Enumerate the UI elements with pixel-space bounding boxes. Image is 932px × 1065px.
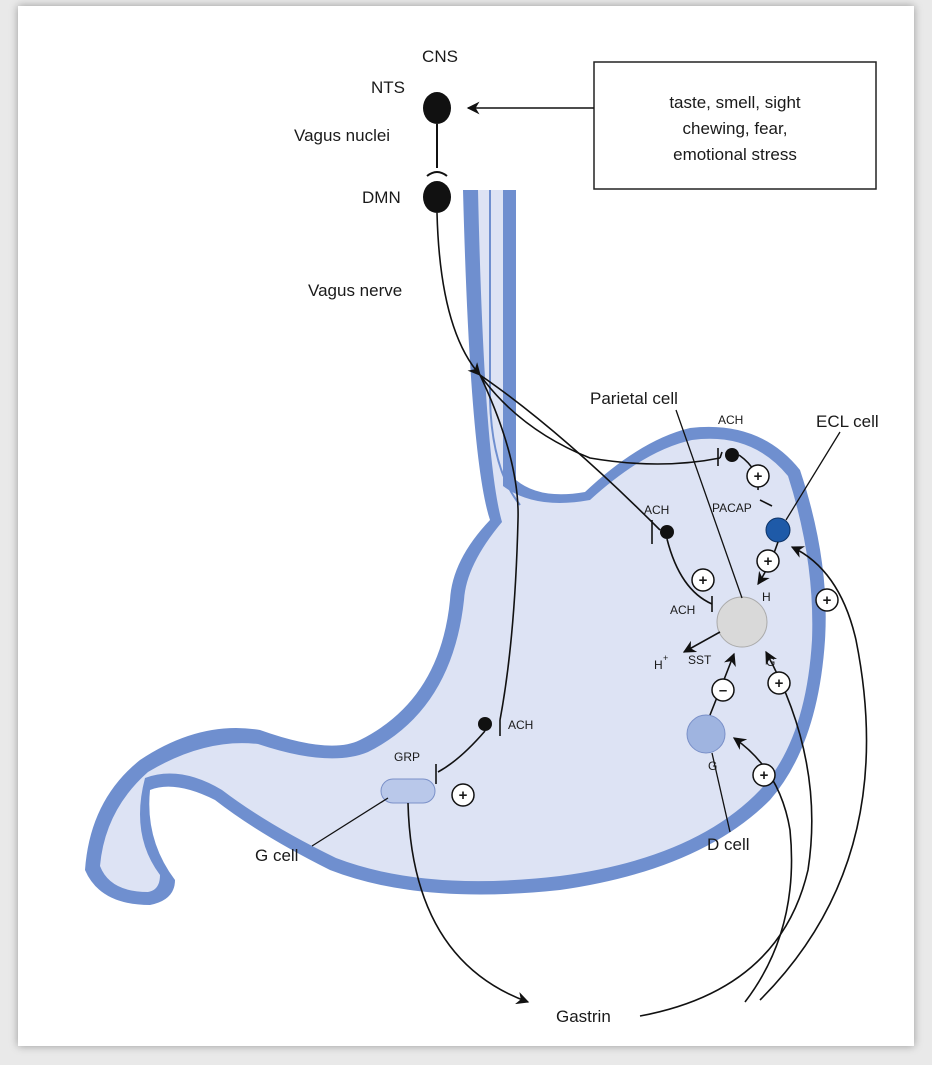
dmn-neuron: [423, 181, 451, 213]
plus-sign-ecl-gastrin: +: [816, 589, 838, 611]
svg-text:+: +: [459, 787, 468, 804]
plus-sign-ecl-ach: +: [747, 465, 769, 487]
label-dmn: DMN: [362, 188, 401, 207]
ecl-cell: [766, 518, 790, 542]
label-cns: CNS: [422, 47, 458, 66]
g-cell: [381, 779, 435, 803]
label-ach-mid: ACH: [644, 503, 669, 517]
label-grp: GRP: [394, 750, 420, 764]
plus-sign-gcell-grp: +: [452, 784, 474, 806]
svg-text:–: –: [719, 682, 727, 699]
minus-sign-sst: –: [712, 679, 734, 701]
label-nts: NTS: [371, 78, 405, 97]
label-g-cell: G cell: [255, 846, 298, 865]
label-ecl-cell: ECL cell: [816, 412, 879, 431]
d-cell: [687, 715, 725, 753]
plus-sign-histamine: +: [757, 550, 779, 572]
svg-text:+: +: [699, 572, 708, 589]
label-d-cell: D cell: [707, 835, 750, 854]
stimuli-line-1: taste, smell, sight: [669, 93, 801, 112]
label-ach-top: ACH: [718, 413, 743, 427]
svg-text:+: +: [823, 592, 832, 609]
gastric-acid-regulation-diagram: taste, smell, sight chewing, fear, emoti…: [18, 6, 914, 1046]
label-pacap: PACAP: [712, 501, 752, 515]
label-sst: SST: [688, 653, 712, 667]
label-vagus-nerve: Vagus nerve: [308, 281, 402, 300]
svg-text:+: +: [760, 767, 769, 784]
plus-sign-dcell-gastrin: +: [753, 764, 775, 786]
label-h-plus: H: [654, 658, 663, 672]
label-ach-low: ACH: [508, 718, 533, 732]
plus-sign-parietal-ach: +: [692, 569, 714, 591]
plus-sign-parietal-gastrin: +: [768, 672, 790, 694]
nts-neuron: [423, 92, 451, 124]
stimuli-box: taste, smell, sight chewing, fear, emoti…: [594, 62, 876, 189]
stimuli-line-2: chewing, fear,: [683, 119, 788, 138]
svg-text:+: +: [754, 468, 763, 485]
label-h-plus-sup: +: [663, 653, 668, 663]
label-h-histamine: H: [762, 590, 771, 604]
stimuli-line-3: emotional stress: [673, 145, 797, 164]
label-vagus-nuclei: Vagus nuclei: [294, 126, 390, 145]
svg-text:+: +: [775, 675, 784, 692]
label-ach-left: ACH: [670, 603, 695, 617]
parietal-cell: [717, 597, 767, 647]
cns-neurons: [423, 92, 451, 213]
svg-text:+: +: [764, 553, 773, 570]
figure-card: taste, smell, sight chewing, fear, emoti…: [18, 6, 914, 1046]
label-gastrin: Gastrin: [556, 1007, 611, 1026]
label-parietal-cell: Parietal cell: [590, 389, 678, 408]
